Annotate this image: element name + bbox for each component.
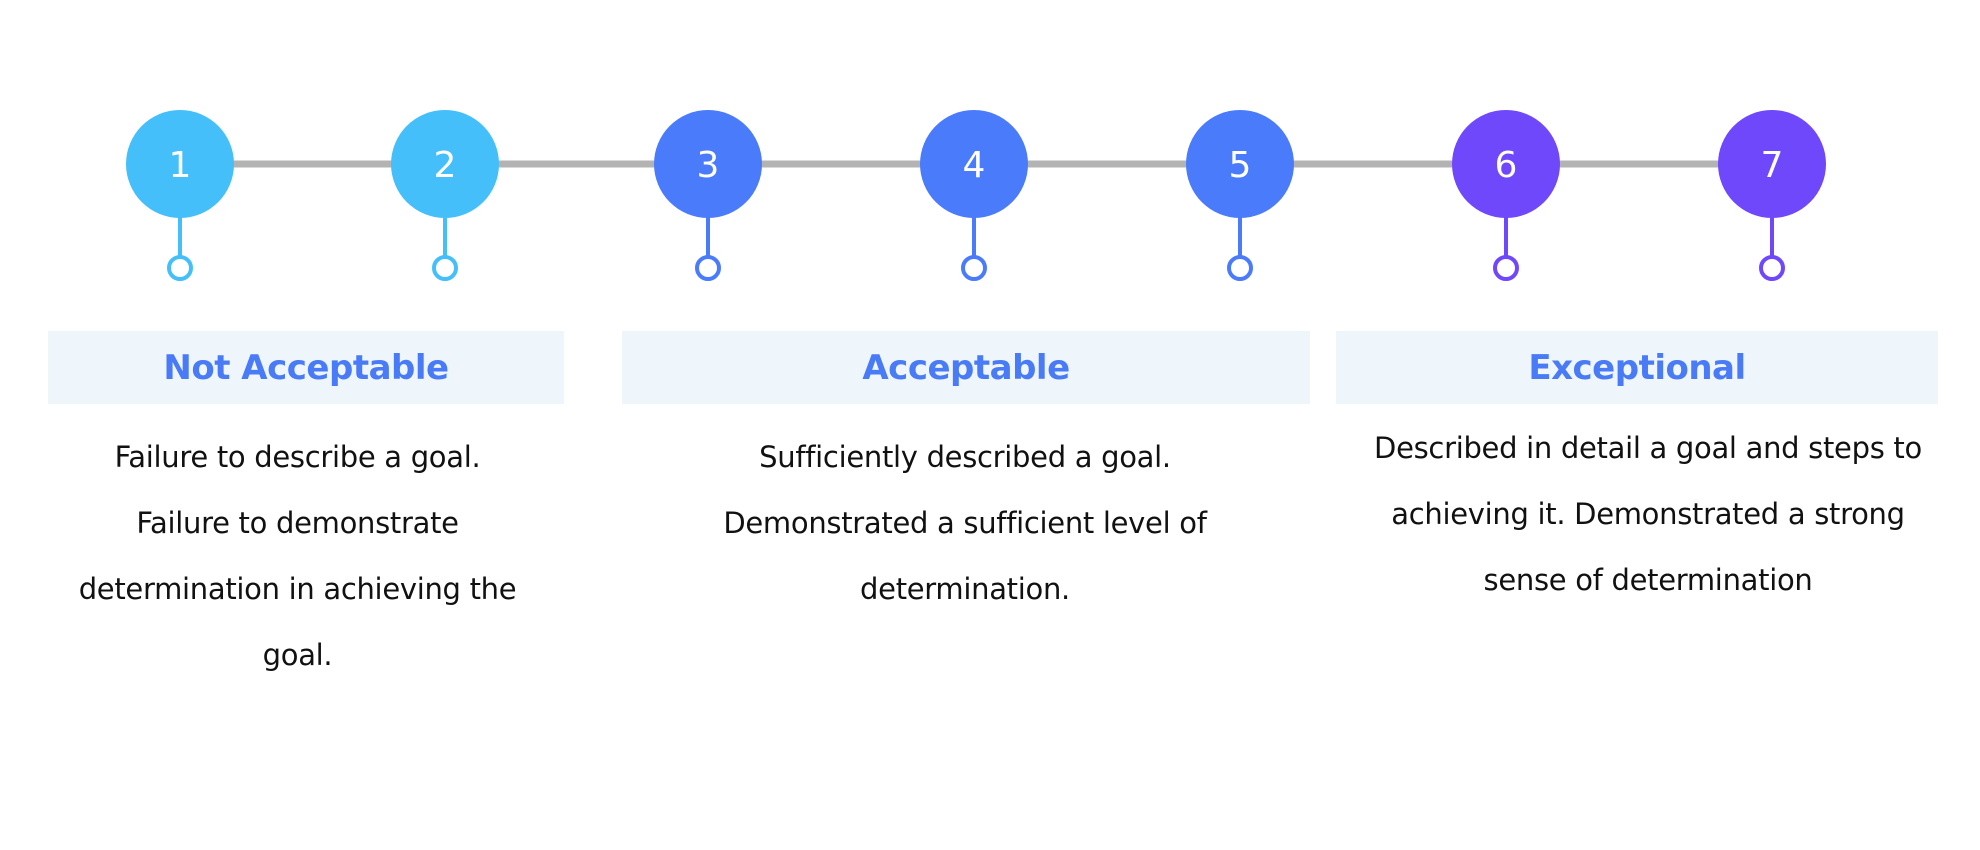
- step-number: 6: [1495, 145, 1518, 186]
- step-number: 5: [1229, 145, 1252, 186]
- step-ring-marker: [432, 255, 458, 281]
- category-band-exceptional: Exceptional: [1336, 331, 1938, 404]
- description-line: Sufficiently described a goal.: [759, 440, 1171, 474]
- description-line: Demonstrated a sufficient level of: [723, 506, 1207, 540]
- category-band-acceptable: Acceptable: [622, 331, 1310, 404]
- rating-scale-svg: 1 2 3 4 5 6 7: [126, 110, 1826, 281]
- description-line: Described in detail a goal and steps to: [1374, 431, 1922, 465]
- scale-step-7: 7: [1718, 110, 1826, 281]
- rating-scale: 1 2 3 4 5 6 7: [0, 46, 1980, 406]
- scale-step-4: 4: [920, 110, 1028, 281]
- step-circle: [654, 110, 762, 218]
- scale-step-5: 5: [1186, 110, 1294, 281]
- step-circle: [920, 110, 1028, 218]
- scale-step-6: 6: [1452, 110, 1560, 281]
- step-number: 7: [1761, 145, 1784, 186]
- description-acceptable: Sufficiently described a goal. Demonstra…: [680, 424, 1250, 622]
- scale-step-3: 3: [654, 110, 762, 281]
- category-band-not-acceptable: Not Acceptable: [48, 331, 564, 404]
- description-not-acceptable: Failure to describe a goal. Failure to d…: [30, 424, 565, 688]
- step-ring-marker: [1493, 255, 1519, 281]
- step-circle: [1452, 110, 1560, 218]
- category-title-not-acceptable: Not Acceptable: [163, 347, 449, 388]
- description-line: goal.: [262, 638, 333, 672]
- step-circle: [126, 110, 234, 218]
- step-circle: [1186, 110, 1294, 218]
- description-line: Failure to describe a goal.: [114, 440, 481, 474]
- step-number: 1: [169, 145, 192, 186]
- description-exceptional: Described in detail a goal and steps to …: [1336, 415, 1960, 613]
- step-circle: [1718, 110, 1826, 218]
- step-ring-marker: [961, 255, 987, 281]
- description-line: determination.: [860, 572, 1070, 606]
- step-circle: [391, 110, 499, 218]
- step-ring-marker: [167, 255, 193, 281]
- description-line: Failure to demonstrate: [136, 506, 459, 540]
- step-number: 3: [697, 145, 720, 186]
- description-line: achieving it. Demonstrated a strong: [1391, 497, 1905, 531]
- step-ring-marker: [1759, 255, 1785, 281]
- category-title-exceptional: Exceptional: [1528, 347, 1746, 388]
- step-ring-marker: [695, 255, 721, 281]
- description-line: sense of determination: [1483, 563, 1813, 597]
- scale-step-1: 1: [126, 110, 234, 281]
- scale-step-2: 2: [391, 110, 499, 281]
- step-number: 4: [963, 145, 986, 186]
- category-title-acceptable: Acceptable: [862, 347, 1070, 388]
- step-number: 2: [434, 145, 457, 186]
- step-ring-marker: [1227, 255, 1253, 281]
- description-line: determination in achieving the: [78, 572, 517, 606]
